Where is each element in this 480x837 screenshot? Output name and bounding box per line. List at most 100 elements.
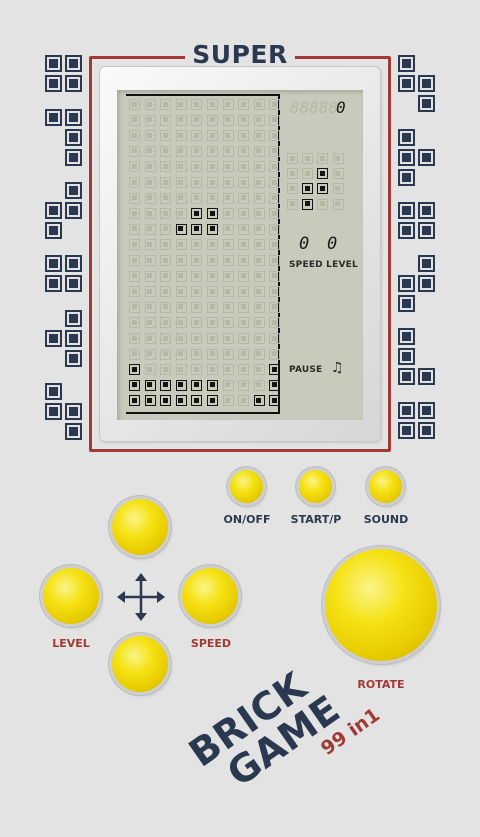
right-deco-brick <box>418 95 435 112</box>
brick-filled <box>269 395 281 407</box>
brick-empty <box>191 239 203 251</box>
brick-empty <box>191 130 203 142</box>
brick-empty <box>238 177 250 188</box>
brick-empty <box>238 301 250 313</box>
next-brick-empty <box>332 198 344 210</box>
brick-filled <box>160 379 172 391</box>
level-label: LEVEL <box>52 637 90 650</box>
left-deco-brick <box>65 310 82 327</box>
brick-empty <box>253 348 265 360</box>
brick-empty <box>238 99 250 110</box>
brick-empty <box>222 333 234 344</box>
brick-filled <box>269 379 281 391</box>
brick-empty <box>129 192 140 204</box>
brick-empty <box>269 208 281 220</box>
right-deco-brick <box>418 255 435 272</box>
brick-empty <box>160 114 172 126</box>
sound-button[interactable] <box>369 470 402 503</box>
brick-empty <box>129 255 140 266</box>
brick-empty <box>269 177 281 188</box>
brick-empty <box>160 364 172 376</box>
brick-filled <box>175 223 187 235</box>
down-button[interactable] <box>112 636 168 692</box>
brick-empty <box>160 99 172 110</box>
brick-filled <box>129 364 140 376</box>
brick-empty <box>238 270 250 282</box>
right-deco-brick <box>418 275 435 292</box>
brick-empty <box>222 161 234 173</box>
right-button[interactable] <box>182 568 238 624</box>
brick-empty <box>175 114 187 126</box>
brick-empty <box>160 130 172 142</box>
brick-empty <box>269 286 281 298</box>
brick-empty <box>238 145 250 157</box>
brick-filled <box>191 379 203 391</box>
next-brick-empty <box>332 183 344 195</box>
brick-empty <box>175 145 187 157</box>
brick-empty <box>129 317 140 329</box>
rotate-button[interactable] <box>325 549 437 661</box>
level-value: 0 <box>327 234 338 254</box>
start-pause-button[interactable] <box>299 470 332 503</box>
playfield <box>126 94 280 414</box>
brick-empty <box>222 99 234 110</box>
brick-empty <box>238 286 250 298</box>
left-deco-brick <box>45 202 62 219</box>
brick-empty <box>222 177 234 188</box>
brick-empty <box>160 208 172 220</box>
brick-empty <box>207 192 218 204</box>
left-deco-brick <box>65 182 82 199</box>
brick-empty <box>175 317 187 329</box>
brick-empty <box>253 99 265 110</box>
brick-empty <box>175 161 187 173</box>
brick-empty <box>253 177 265 188</box>
speed-label: SPEED <box>190 637 232 650</box>
brick-empty <box>207 177 218 188</box>
left-button[interactable] <box>43 568 99 624</box>
next-brick-empty <box>302 168 314 180</box>
brick-empty <box>253 286 265 298</box>
brick-empty <box>129 99 140 110</box>
brick-filled <box>253 395 265 407</box>
up-button[interactable] <box>112 499 168 555</box>
brick-empty <box>253 161 265 173</box>
brick-empty <box>129 270 140 282</box>
next-brick-empty <box>287 153 298 164</box>
next-brick-filled <box>302 198 314 210</box>
brick-empty <box>160 161 172 173</box>
right-deco-brick <box>418 402 435 419</box>
brick-empty <box>144 348 156 360</box>
left-deco-brick <box>45 109 62 126</box>
brick-empty <box>191 114 203 126</box>
brick-empty <box>269 192 281 204</box>
brick-empty <box>207 99 218 110</box>
next-brick-empty <box>287 168 298 180</box>
left-deco-brick <box>45 403 62 420</box>
brick-empty <box>191 192 203 204</box>
right-deco-brick <box>418 422 435 439</box>
sound-label: SOUND <box>363 513 409 526</box>
left-deco-brick <box>65 255 82 272</box>
speed-value: 0 <box>299 234 310 254</box>
brick-empty <box>207 348 218 360</box>
right-deco-brick <box>398 275 415 292</box>
brick-empty <box>175 270 187 282</box>
on-off-button[interactable] <box>230 470 263 503</box>
brick-empty <box>144 317 156 329</box>
brick-empty <box>238 255 250 266</box>
left-deco-brick <box>45 275 62 292</box>
brick-empty <box>207 270 218 282</box>
next-brick-empty <box>287 183 298 195</box>
right-deco-brick <box>398 422 415 439</box>
pause-indicator: PAUSE <box>289 365 323 375</box>
brick-empty <box>253 364 265 376</box>
left-deco-brick <box>65 109 82 126</box>
brick-empty <box>129 286 140 298</box>
brick-empty <box>144 333 156 344</box>
brick-empty <box>222 223 234 235</box>
brick-empty <box>129 145 140 157</box>
brick-empty <box>253 114 265 126</box>
right-deco-brick <box>398 222 415 239</box>
brick-empty <box>269 301 281 313</box>
brick-empty <box>253 379 265 391</box>
